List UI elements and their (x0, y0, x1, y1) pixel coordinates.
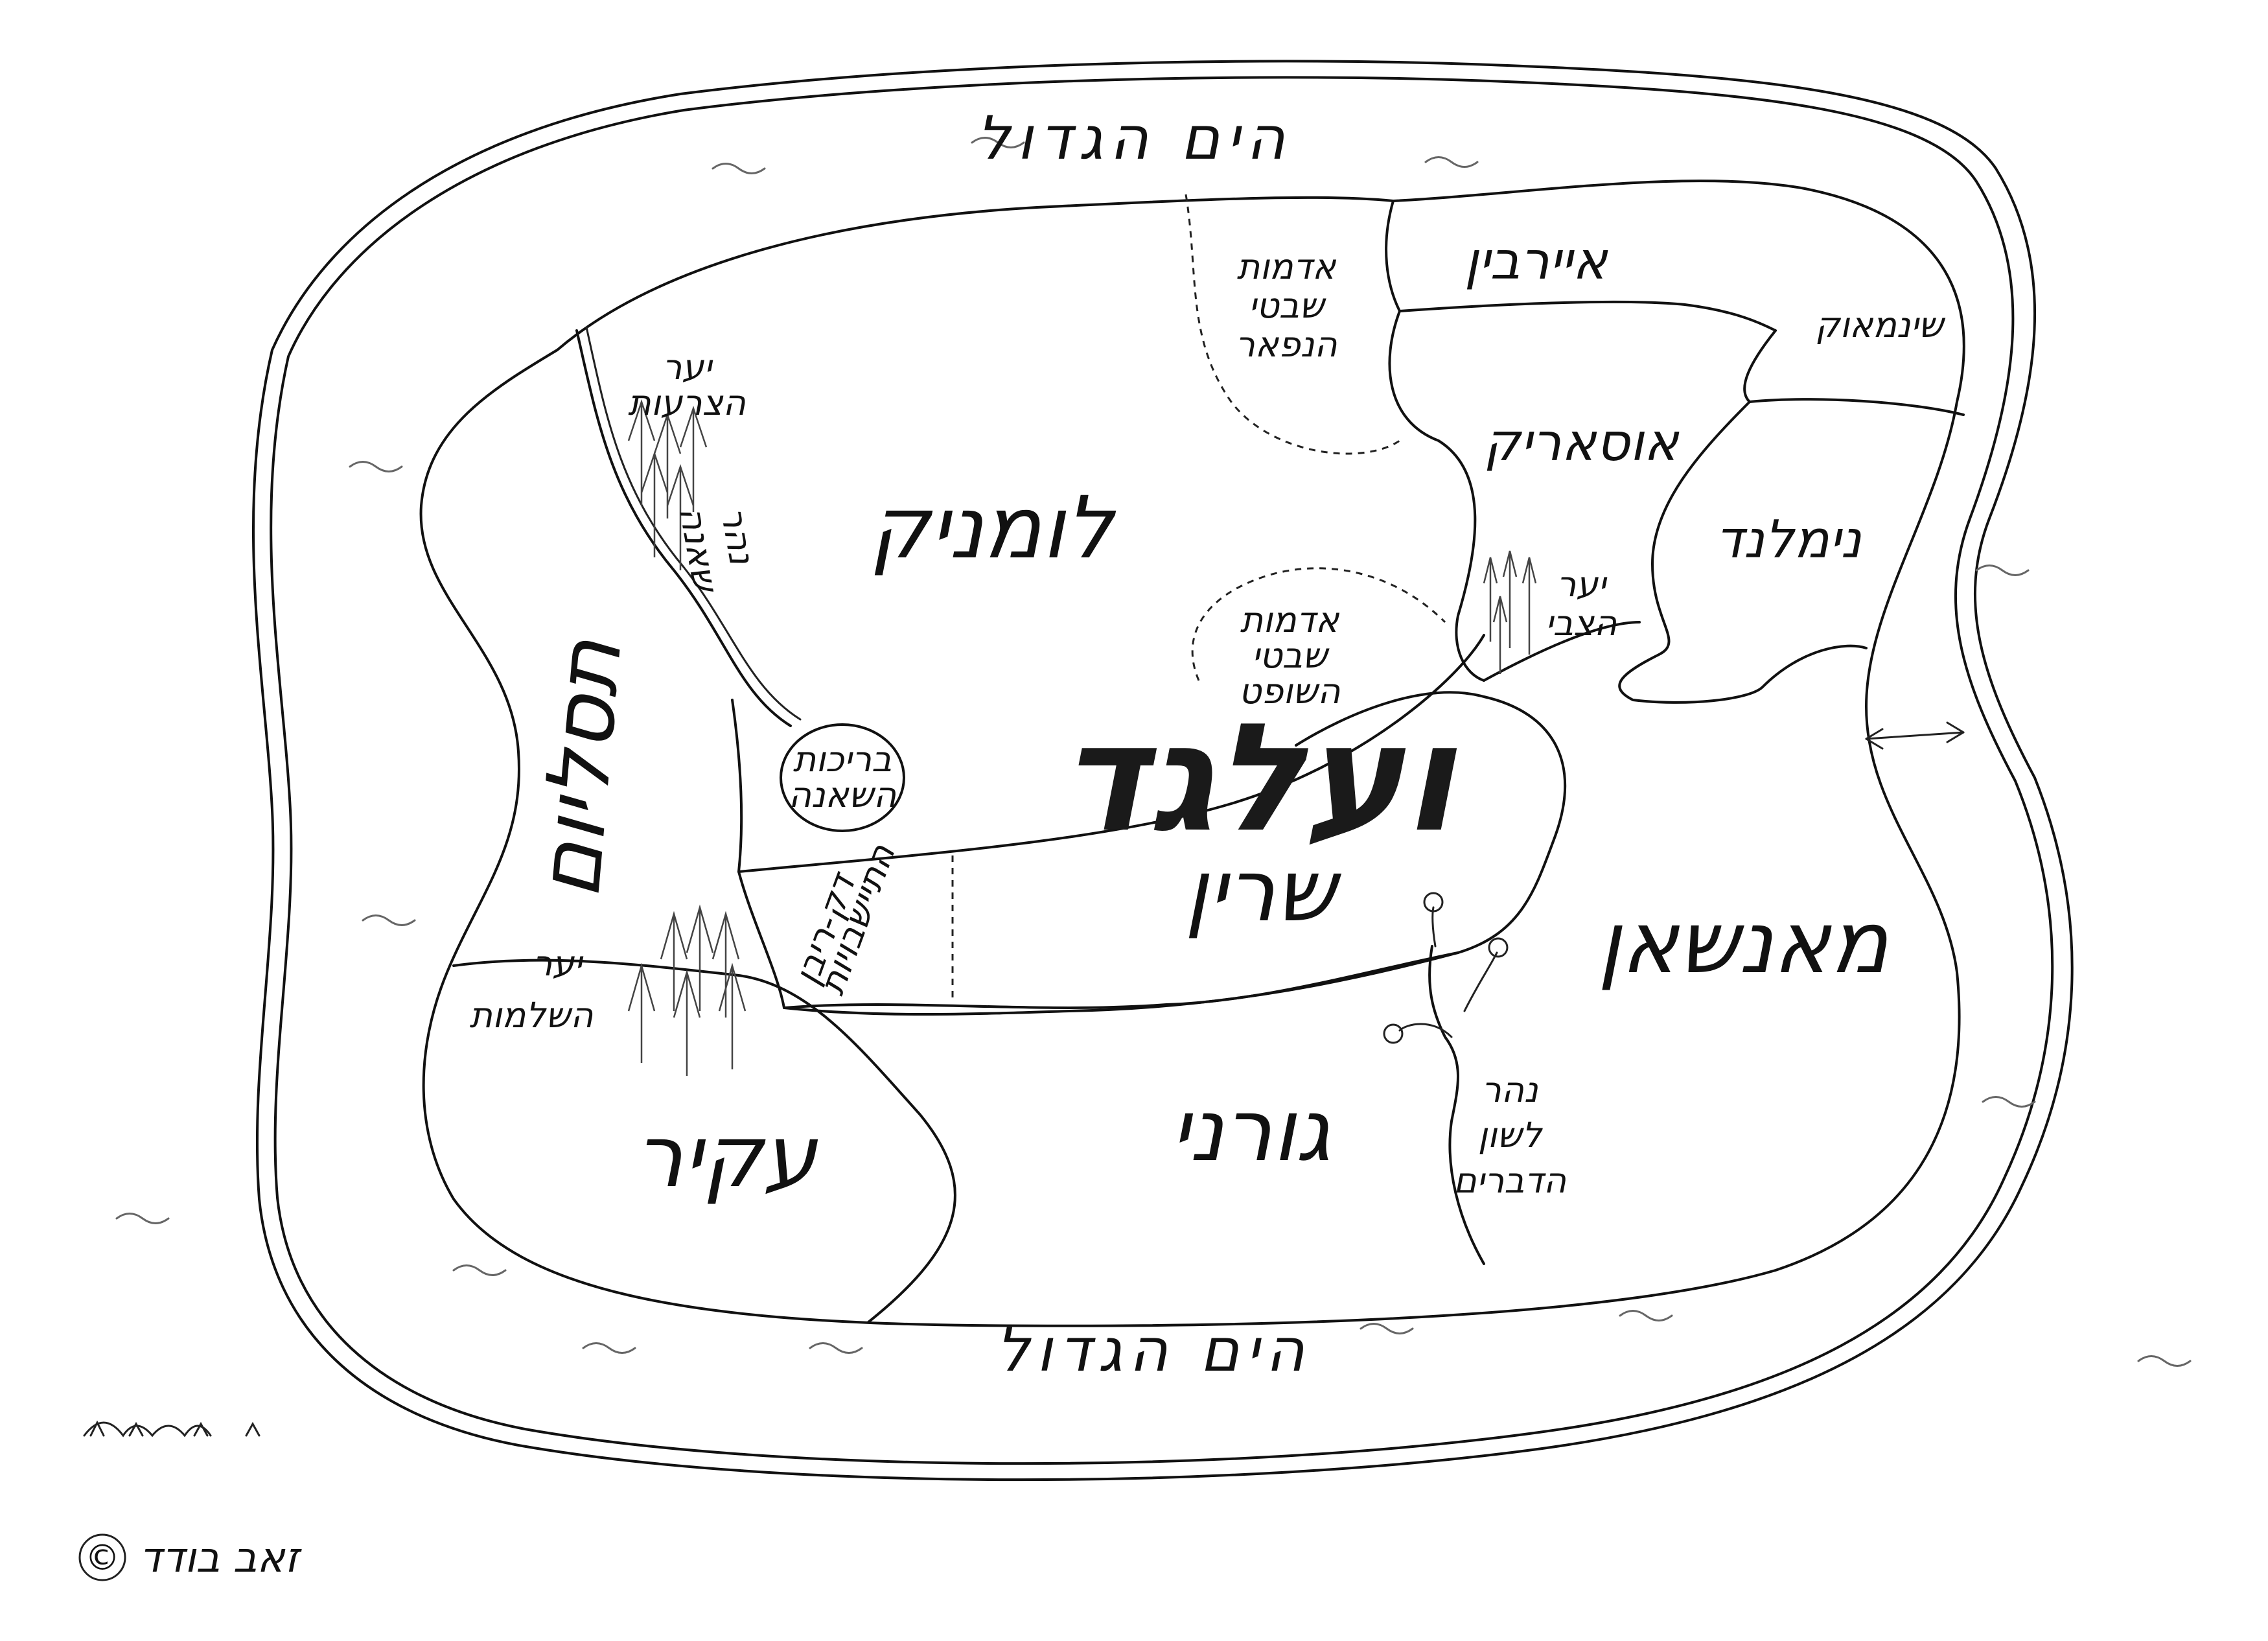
label-forest-peace-2: השלמות (469, 995, 593, 1036)
label-lakes-shaanah-1: בריכות (793, 739, 892, 780)
label-river-tongue-2: לשון (1478, 1115, 1544, 1156)
label-river-tongue-1: נהר (1481, 1069, 1538, 1110)
copyright-symbol: © (85, 1537, 120, 1578)
author-signature: זאב בודד (139, 1534, 302, 1582)
label-wastelands-center-2: שבטי (1252, 635, 1330, 676)
border-osarik-west (1388, 310, 1485, 682)
outer-coastline (251, 60, 2074, 1482)
river-tongue (1428, 945, 1485, 1265)
border-lomnik-west (731, 699, 743, 873)
forest-peace (627, 904, 746, 1076)
river-tongue-branch-3 (1431, 906, 1437, 948)
wastelands-north-border (1185, 194, 1400, 455)
region-shinmaok: שינמאוק (1815, 305, 1945, 345)
river-spring-3 (1423, 892, 1444, 913)
label-forest-hornets-1: יער (662, 347, 713, 388)
crossing-arrow-head-right (1946, 721, 1965, 743)
lakes-shaanah (780, 723, 905, 832)
label-lakes-shaanah-2: השאנה (789, 774, 897, 815)
border-gorni-north (783, 951, 1459, 1009)
region-osarik: אוסאריק (1484, 412, 1680, 472)
label-wastelands-center-1: אדמות (1240, 599, 1339, 640)
wastelands-center-border (1191, 567, 1446, 681)
label-river-tongue-3: הדברים (1453, 1160, 1566, 1201)
river-spring-1 (1383, 1023, 1404, 1044)
vilgadi-region (737, 691, 1567, 1016)
border-akir (452, 959, 956, 1323)
label-wastelands-center-3: השופט (1239, 671, 1341, 712)
label-forest-tzvi-1: יער (1556, 564, 1608, 605)
border-shinmaok (1743, 329, 1965, 416)
sea-label-bottom: הים הגדול (996, 1316, 1312, 1385)
region-airbin: איירבין (1464, 231, 1608, 291)
crossing-arrow (1865, 731, 1965, 740)
label-forest-peace-1: יער (533, 943, 584, 984)
forest-tzvi (1483, 550, 1537, 674)
crossing-arrow-head-left (1865, 728, 1884, 750)
region-center-title: ועלגד (1059, 692, 1457, 865)
sea-waves (115, 137, 2192, 1367)
label-river-shaanah-1: נהר (713, 504, 763, 567)
river-spring-2 (1488, 937, 1509, 958)
river-tongue-branch-1 (1398, 1023, 1453, 1038)
copyright-circle (78, 1533, 126, 1581)
region-center-sub: שרין (1185, 841, 1341, 941)
region-lomnik: לומניק (870, 478, 1117, 578)
river-shaanah (575, 329, 792, 727)
label-wastelands-north-1: אדמות (1237, 246, 1336, 287)
label-forest-hornets-2: הצרעות (628, 382, 746, 423)
region-nimland: נימלנד (1715, 509, 1861, 570)
river-shaanah-bank (585, 326, 802, 721)
region-akir: עקיר (635, 1107, 818, 1207)
river-tongue-branch-2 (1463, 951, 1498, 1012)
label-forest-tzvi-2: הצבי (1545, 603, 1617, 644)
region-maanvan: מאנשאן (1598, 893, 1890, 993)
label-wastelands-north-2: שבטי (1249, 285, 1326, 326)
region-gorni: גורני (1170, 1081, 1330, 1181)
border-nimland (1618, 401, 1868, 704)
border-osarik-south (1483, 621, 1641, 682)
forest-hornets (627, 399, 708, 570)
outer-coastline-inner (270, 76, 2054, 1465)
border-airbin (1385, 200, 1777, 332)
label-wastelands-north-3: הנפאר (1235, 324, 1337, 365)
sea-label-top: הים הגדול (977, 104, 1292, 173)
region-tasilyum: תסליום (519, 635, 641, 902)
creature-doodles (83, 1420, 260, 1437)
